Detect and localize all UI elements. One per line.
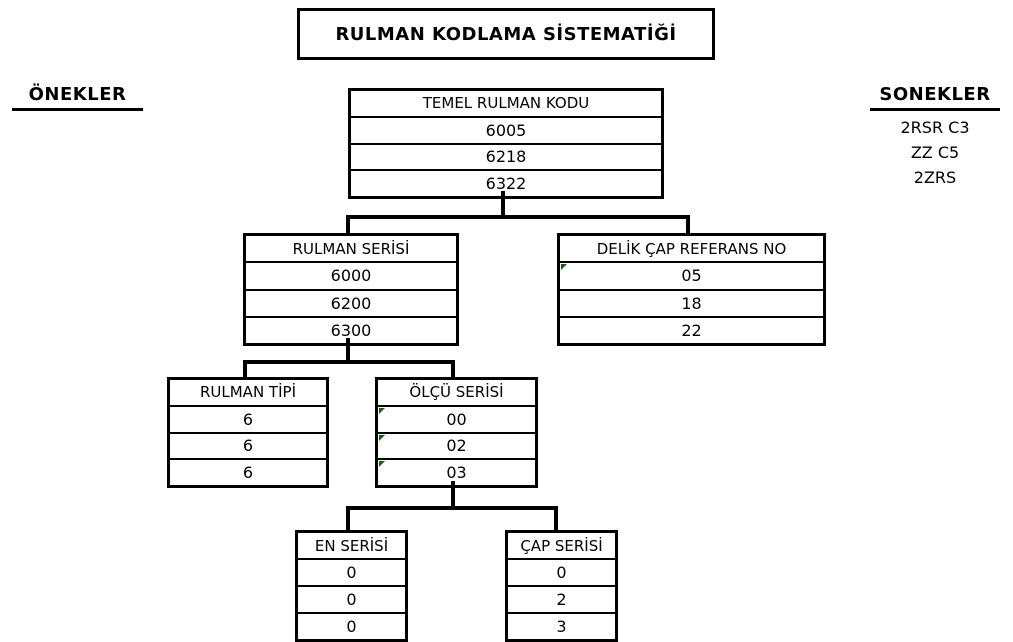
node-cell: 6005 [351, 118, 661, 145]
connector-line [451, 360, 455, 379]
node-cell: 2 [508, 587, 615, 614]
node-header: RULMAN TİPİ [170, 380, 326, 407]
connector-line [451, 481, 455, 510]
connector-line [346, 338, 350, 364]
node-cell: 6 [170, 434, 326, 461]
node-rulman-tipi: RULMAN TİPİ 6 6 6 [167, 377, 329, 488]
connector-line [346, 506, 350, 532]
node-cell: 0 [298, 587, 405, 614]
node-en-serisi: EN SERİSİ 0 0 0 [295, 530, 408, 642]
suffix-item: 2RSR C3 [900, 118, 970, 137]
connector-line [686, 215, 690, 235]
prefixes-label: ÖNEKLER [12, 84, 143, 111]
node-header: ÇAP SERİSİ [508, 533, 615, 560]
excel-number-as-text-flag-icon [561, 264, 567, 271]
node-cell: 0 [298, 560, 405, 587]
node-cap-serisi: ÇAP SERİSİ 0 2 3 [505, 530, 618, 642]
node-cell: 6218 [351, 145, 661, 172]
node-cell: 22 [681, 320, 702, 340]
node-cell: 6322 [485, 174, 527, 194]
suffix-list: 2RSR C3 ZZ C5 2ZRS [870, 115, 1000, 190]
suffixes-label: SONEKLER [870, 84, 1000, 111]
node-header: DELİK ÇAP REFERANS NO [560, 236, 823, 264]
excel-number-as-text-flag-icon [379, 461, 385, 468]
node-cell: 6 [242, 463, 254, 483]
node-olcu-serisi: ÖLÇÜ SERİSİ 00 02 03 [375, 377, 538, 488]
node-cell: 6300 [330, 320, 372, 340]
suffix-item: 2ZRS [913, 168, 957, 187]
connector-line [346, 215, 690, 219]
node-cell: 03 [378, 460, 535, 485]
excel-number-as-text-flag-icon [379, 434, 385, 441]
node-delik-cap-referans-no: DELİK ÇAP REFERANS NO 05 18 22 [557, 233, 826, 346]
connector-line [554, 506, 558, 532]
node-header: ÖLÇÜ SERİSİ [378, 380, 535, 407]
node-cell: 3 [556, 617, 567, 636]
node-cell: 18 [560, 291, 823, 318]
node-rulman-serisi: RULMAN SERİSİ 6000 6200 6300 [243, 233, 459, 346]
node-cell: 6 [170, 407, 326, 434]
node-cell: 0 [346, 617, 357, 636]
node-cell: 6000 [246, 263, 456, 291]
node-cell: 00 [378, 407, 535, 434]
node-header: RULMAN SERİSİ [246, 236, 456, 264]
node-cell: 02 [378, 434, 535, 461]
node-temel-rulman-kodu: TEMEL RULMAN KODU 6005 6218 6322 [348, 88, 664, 199]
connector-line [346, 215, 350, 235]
diagram-title: RULMAN KODLAMA SİSTEMATİĞİ [335, 23, 677, 45]
node-cell: 05 [560, 263, 823, 291]
node-header: EN SERİSİ [298, 533, 405, 560]
node-cell: 0 [508, 560, 615, 587]
node-cell: 6200 [246, 291, 456, 318]
diagram-title-box: RULMAN KODLAMA SİSTEMATİĞİ [297, 8, 715, 60]
suffix-item: ZZ C5 [910, 143, 960, 162]
connector-line [243, 360, 247, 379]
excel-number-as-text-flag-icon [379, 407, 385, 414]
connector-line [346, 506, 558, 510]
connector-line [501, 191, 505, 218]
node-header: TEMEL RULMAN KODU [351, 91, 661, 118]
connector-line [243, 360, 455, 364]
